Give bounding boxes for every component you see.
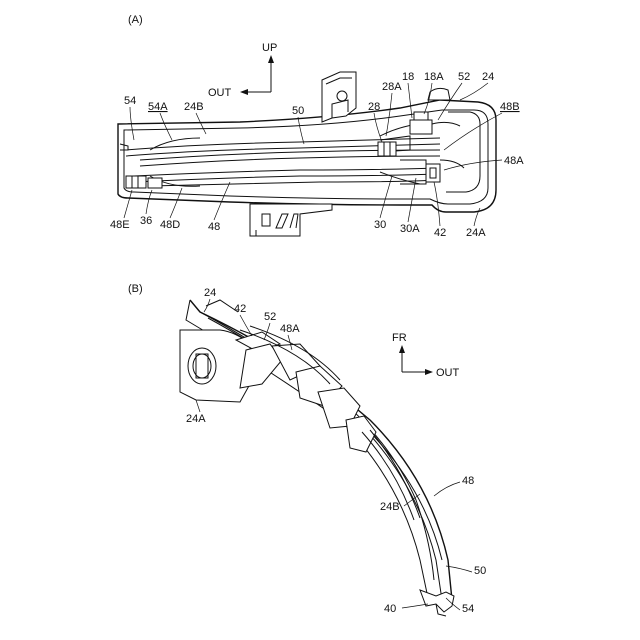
ref-b-24A: 24A bbox=[186, 413, 206, 425]
direction-indicator-b: FR OUT bbox=[392, 332, 460, 379]
ref-30: 30 bbox=[374, 219, 386, 231]
direction-indicator-a: UP OUT bbox=[208, 42, 277, 99]
ref-b-48A: 48A bbox=[280, 323, 300, 335]
ref-b-50: 50 bbox=[474, 565, 486, 577]
ref-54A: 54A bbox=[148, 101, 168, 113]
ref-28: 28 bbox=[368, 101, 380, 113]
ref-48: 48 bbox=[208, 221, 220, 233]
ref-42: 42 bbox=[434, 227, 446, 239]
ref-18: 18 bbox=[402, 71, 414, 83]
ref-b-42: 42 bbox=[234, 303, 246, 315]
ref-48D: 48D bbox=[160, 219, 180, 231]
ref-48A: 48A bbox=[504, 155, 524, 167]
direction-out-label: OUT bbox=[208, 87, 232, 99]
ref-18A: 18A bbox=[424, 71, 444, 83]
direction-up-label: UP bbox=[262, 42, 277, 54]
ref-52: 52 bbox=[458, 71, 470, 83]
figure-b-label: (B) bbox=[128, 283, 143, 295]
lamp-assembly-top-view bbox=[180, 300, 454, 616]
ref-b-40: 40 bbox=[384, 603, 396, 615]
ref-b-24: 24 bbox=[204, 287, 216, 299]
ref-48E: 48E bbox=[110, 219, 130, 231]
ref-24B: 24B bbox=[184, 101, 204, 113]
up-arrow-icon bbox=[268, 55, 274, 63]
figure-a: (A) UP OUT bbox=[110, 14, 524, 239]
ref-48B: 48B bbox=[500, 101, 520, 113]
figure-a-label: (A) bbox=[128, 14, 143, 26]
lamp-housing-section bbox=[118, 72, 496, 236]
figure-b: (B) FR OUT bbox=[128, 283, 486, 616]
out-arrow-icon bbox=[240, 89, 248, 95]
ref-b-48: 48 bbox=[462, 475, 474, 487]
ref-50: 50 bbox=[292, 105, 304, 117]
fr-arrow-icon bbox=[399, 345, 405, 353]
ref-36: 36 bbox=[140, 215, 152, 227]
ref-24: 24 bbox=[482, 71, 494, 83]
ref-b-24B: 24B bbox=[380, 501, 400, 513]
ref-28A: 28A bbox=[382, 81, 402, 93]
direction-out-b-label: OUT bbox=[436, 367, 460, 379]
ref-b-52: 52 bbox=[264, 311, 276, 323]
ref-54: 54 bbox=[124, 95, 136, 107]
out-arrow-b-icon bbox=[425, 369, 433, 375]
ref-30A: 30A bbox=[400, 223, 420, 235]
ref-b-54: 54 bbox=[462, 603, 474, 615]
direction-fr-label: FR bbox=[392, 332, 407, 344]
ref-24A: 24A bbox=[466, 227, 486, 239]
